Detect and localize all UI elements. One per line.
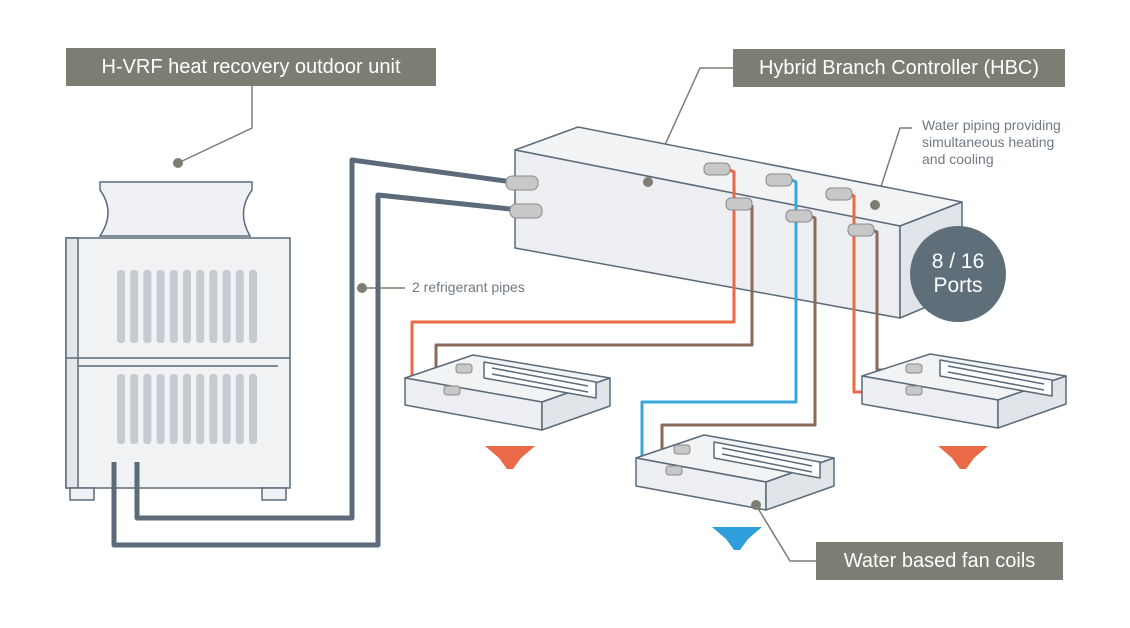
ports-word: Ports <box>933 274 983 297</box>
vent-slot <box>183 374 191 444</box>
outdoor-foot-right <box>261 487 287 501</box>
vent-slot <box>209 374 218 444</box>
refrigerant-dot <box>357 283 367 293</box>
water-piping-note: Water piping providing simultaneous heat… <box>922 117 1061 168</box>
fan-coil-right <box>861 353 1067 429</box>
arrow-down-warm-icon <box>938 446 988 469</box>
refrigerant-pipes-note: 2 refrigerant pipes <box>412 279 525 295</box>
refrigerant-pipe-2 <box>134 157 521 521</box>
ports-badge: 8 / 16 Ports <box>910 226 1006 322</box>
arrow-down-cool-icon <box>712 527 762 550</box>
water-piping-line-2: simultaneous heating <box>922 134 1055 150</box>
water-piping-line-1: Water piping providing <box>922 117 1061 133</box>
water-connector-3 <box>765 173 793 187</box>
vent-slot <box>156 270 165 343</box>
outdoor-fan-top <box>98 181 253 237</box>
water-connector-2 <box>725 197 753 211</box>
fan-coils-leader <box>755 504 816 562</box>
vent-slot <box>249 270 257 343</box>
vent-slot <box>143 374 152 444</box>
refrigerant-pipes <box>111 157 521 548</box>
outdoor-unit-label: H-VRF heat recovery outdoor unit <box>66 48 436 86</box>
outdoor-vents-bottom <box>117 374 257 444</box>
fan-coil-center <box>635 434 835 511</box>
water-piping-dot <box>870 200 880 210</box>
fan-coil-left <box>404 354 611 431</box>
leader-dots <box>173 158 880 510</box>
hbc-unit <box>514 126 963 319</box>
outdoor-foot-left <box>69 487 95 501</box>
pipe-connectors <box>505 162 875 237</box>
ports-count: 8 / 16 <box>931 250 985 273</box>
hbc-label: Hybrid Branch Controller (HBC) <box>733 49 1065 87</box>
vent-slot <box>235 374 244 444</box>
water-connector-5 <box>825 187 853 201</box>
water-connector-1 <box>703 162 731 176</box>
vent-slot <box>117 374 125 444</box>
hbc-dot <box>643 177 653 187</box>
fan-coils-label: Water based fan coils <box>816 542 1063 580</box>
outdoor-vents-top <box>117 270 257 343</box>
outdoor-unit-leader <box>177 86 253 164</box>
outdoor-unit-side <box>65 237 79 489</box>
vent-slot <box>130 270 139 343</box>
water-piping-leader <box>874 127 912 206</box>
vent-slot <box>169 270 178 343</box>
refrigerant-connector-1 <box>505 175 539 191</box>
water-piping-line-3: and cooling <box>922 151 994 167</box>
vent-slot <box>183 270 191 343</box>
vent-slot <box>222 374 231 444</box>
vent-slot <box>196 270 205 343</box>
arrow-down-warm-icon <box>485 446 535 469</box>
vent-slot <box>117 270 125 343</box>
vent-slot <box>143 270 152 343</box>
vent-slot <box>130 374 139 444</box>
vent-slot <box>196 374 205 444</box>
vent-slot <box>249 374 257 444</box>
vent-slot <box>156 374 165 444</box>
vent-slot <box>235 270 244 343</box>
outdoor-unit-dot <box>173 158 183 168</box>
vent-slot <box>222 270 231 343</box>
vent-slot <box>169 374 178 444</box>
water-connector-6 <box>847 223 875 237</box>
refrigerant-connector-2 <box>509 203 543 219</box>
fan-coils-dot <box>751 500 761 510</box>
water-connector-4 <box>785 209 813 223</box>
refrigerant-pipe-1 <box>111 192 521 548</box>
vent-slot <box>209 270 218 343</box>
